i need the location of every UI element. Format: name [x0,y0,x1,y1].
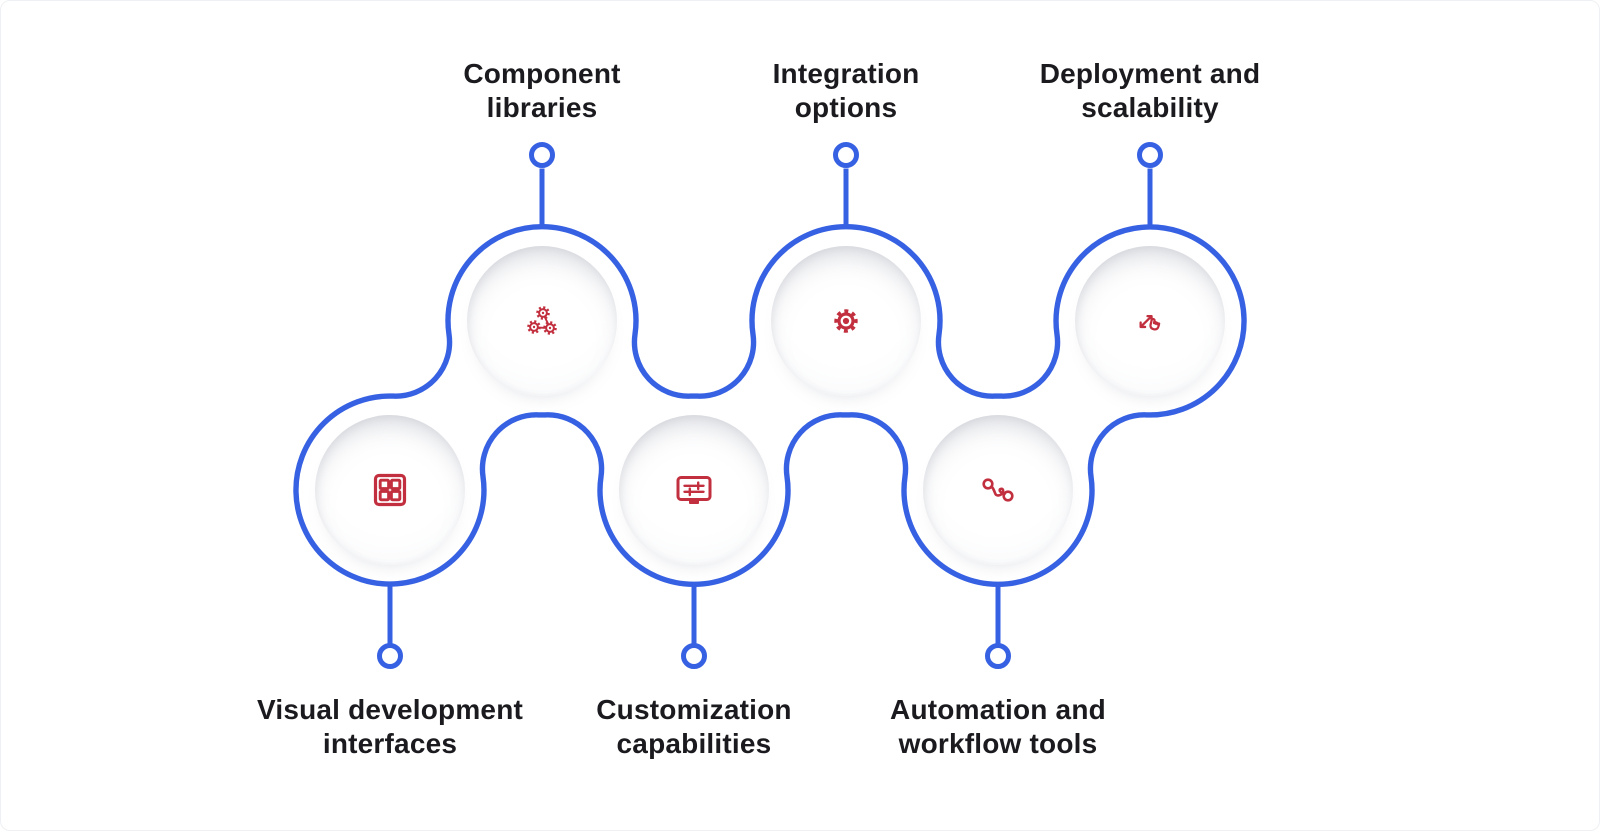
label-visual-development-interfaces: Visual development interfaces [256,694,524,759]
stem-terminal-ring [529,142,555,168]
grid-squares-icon [373,473,407,507]
connected-gears-icon [527,306,557,335]
label-automation-workflow-tools: Automation and workflow tools [890,694,1106,759]
label-component-libraries: Component libraries [463,58,621,123]
stem-terminal-ring [985,643,1011,669]
stem-terminal-ring [1137,142,1163,168]
label-deployment-scalability: Deployment and scalability [1039,58,1261,123]
stem-terminal-ring [833,142,859,168]
label-customization-capabilities: Customization capabilities [596,694,792,759]
node-deployment-scalability [1075,246,1225,396]
node-component-libraries [467,246,617,396]
workflow-path-icon [982,478,1014,502]
node-automation-workflow-tools [923,415,1073,565]
stem-terminal-ring [377,643,403,669]
node-customization-capabilities [619,415,769,565]
gear-icon [834,309,858,333]
node-visual-development-interfaces [315,415,465,565]
node-integration-options [771,246,921,396]
label-integration-options: Integration options [772,58,920,123]
stem-terminal-ring [681,643,707,669]
resize-drag-hand-icon [1139,314,1161,331]
monitor-sliders-icon [676,476,712,504]
chain-path [293,224,1247,587]
